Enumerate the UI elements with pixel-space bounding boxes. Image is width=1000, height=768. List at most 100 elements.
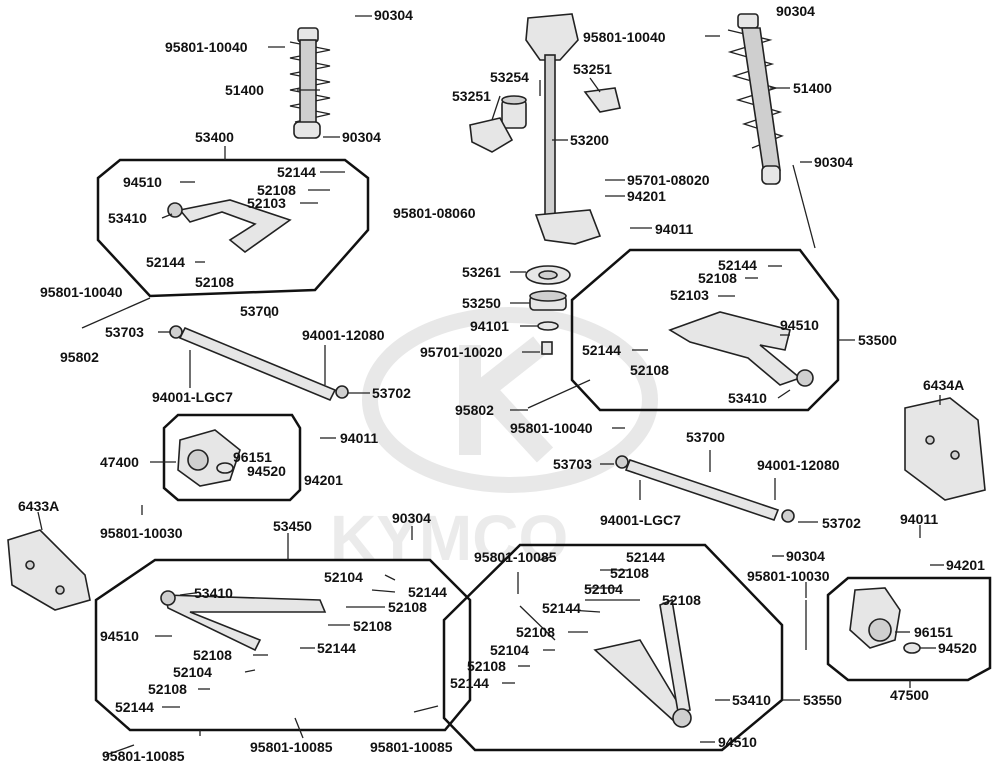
label-53702: 53702 xyxy=(372,385,411,401)
label-90304: 90304 xyxy=(342,129,381,145)
label-90304: 90304 xyxy=(392,510,431,526)
label-51400: 51400 xyxy=(225,82,264,98)
label-52144: 52144 xyxy=(582,342,621,358)
label-95801-10085: 95801-10085 xyxy=(102,748,185,764)
shock-absorber-left xyxy=(289,27,331,139)
knuckle-right xyxy=(849,587,921,654)
bolt-95802-right xyxy=(527,379,591,409)
label-47400: 47400 xyxy=(100,454,139,470)
upper-arm-right xyxy=(668,311,814,387)
label-53410: 53410 xyxy=(108,210,147,226)
bearing-seal-53261 xyxy=(525,265,571,285)
label-52103: 52103 xyxy=(247,195,286,211)
label-52144: 52144 xyxy=(317,640,356,656)
bolt-95701-10020 xyxy=(541,341,553,355)
bolt-95801-10085-b xyxy=(105,744,135,756)
label-94510: 94510 xyxy=(100,628,139,644)
stem-bushing xyxy=(501,95,527,129)
group-box-53550 xyxy=(442,543,784,752)
label-53251: 53251 xyxy=(573,61,612,77)
label-95801-10040: 95801-10040 xyxy=(40,284,123,300)
group-box-53500 xyxy=(570,248,840,412)
label-95801-10040: 95801-10040 xyxy=(165,39,248,55)
label-53703: 53703 xyxy=(553,456,592,472)
label-94001-12080: 94001-12080 xyxy=(757,457,840,473)
label-52144: 52144 xyxy=(115,699,154,715)
label-95801-10085: 95801-10085 xyxy=(250,739,333,755)
skid-plate-6433a xyxy=(7,529,91,611)
label-53410: 53410 xyxy=(194,585,233,601)
label-52144: 52144 xyxy=(542,600,581,616)
label-90304: 90304 xyxy=(776,3,815,19)
steering-stem xyxy=(525,13,602,245)
label-95802: 95802 xyxy=(60,349,99,365)
label-94001-lgc7: 94001-LGC7 xyxy=(152,389,233,405)
part-labels: 90304 95801-10040 51400 90304 53400 9451… xyxy=(18,3,985,764)
label-52108: 52108 xyxy=(516,624,555,640)
label-96151: 96151 xyxy=(233,449,272,465)
stem-clamp-right xyxy=(583,87,621,113)
label-90304: 90304 xyxy=(814,154,853,170)
label-52103: 52103 xyxy=(670,287,709,303)
bolt-95801-10085-c xyxy=(294,717,304,739)
tie-rod-left xyxy=(169,325,349,402)
label-53254: 53254 xyxy=(490,69,529,85)
label-94011: 94011 xyxy=(655,221,693,237)
label-52108: 52108 xyxy=(353,618,392,634)
label-94201: 94201 xyxy=(946,557,985,573)
bolt-95801-10085-d xyxy=(413,705,439,713)
label-94510: 94510 xyxy=(718,734,757,750)
label-53500: 53500 xyxy=(858,332,897,348)
shock-absorber-right xyxy=(727,13,784,185)
label-52144: 52144 xyxy=(408,584,447,600)
label-94520: 94520 xyxy=(247,463,286,479)
label-95801-10040: 95801-10040 xyxy=(510,420,593,436)
label-53550: 53550 xyxy=(803,692,842,708)
stem-clamp-left xyxy=(469,117,514,153)
label-52144: 52144 xyxy=(626,549,665,565)
label-90304: 90304 xyxy=(374,7,413,23)
lower-arm-right xyxy=(593,598,692,728)
tie-rod-right xyxy=(615,455,795,523)
label-94001-12080: 94001-12080 xyxy=(302,327,385,343)
label-94101: 94101 xyxy=(470,318,509,334)
label-6434a: 6434A xyxy=(923,377,964,393)
label-52104: 52104 xyxy=(584,581,623,597)
label-95801-08060: 95801-08060 xyxy=(393,205,476,221)
label-53410: 53410 xyxy=(728,390,767,406)
label-52144: 52144 xyxy=(450,675,489,691)
label-94001-lgc7: 94001-LGC7 xyxy=(600,512,681,528)
label-47500: 47500 xyxy=(890,687,929,703)
label-52108: 52108 xyxy=(148,681,187,697)
skid-plate-6434a xyxy=(904,397,986,501)
label-94011: 94011 xyxy=(900,511,938,527)
label-94510: 94510 xyxy=(123,174,162,190)
label-53410: 53410 xyxy=(732,692,771,708)
label-52104: 52104 xyxy=(490,642,529,658)
label-95701-08020: 95701-08020 xyxy=(627,172,710,188)
label-94201: 94201 xyxy=(627,188,666,204)
label-94011: 94011 xyxy=(340,430,378,446)
label-52108: 52108 xyxy=(467,658,506,674)
label-6433a: 6433A xyxy=(18,498,59,514)
label-95801-10030: 95801-10030 xyxy=(100,525,183,541)
group-box-53400 xyxy=(96,158,370,298)
group-box-53450 xyxy=(94,558,472,732)
label-95701-10020: 95701-10020 xyxy=(420,344,503,360)
upper-arm-left xyxy=(167,199,292,254)
label-94201: 94201 xyxy=(304,472,343,488)
label-53703: 53703 xyxy=(105,324,144,340)
bearing-53250 xyxy=(529,290,567,311)
label-53250: 53250 xyxy=(462,295,501,311)
bolt-95802-left xyxy=(81,297,151,329)
label-94520: 94520 xyxy=(938,640,977,656)
knuckle-left xyxy=(177,429,241,487)
label-51400: 51400 xyxy=(793,80,832,96)
label-52108: 52108 xyxy=(257,182,296,198)
washer-94101 xyxy=(537,321,559,331)
label-52144: 52144 xyxy=(146,254,185,270)
lower-arm-left xyxy=(160,590,327,652)
label-52104: 52104 xyxy=(324,569,363,585)
group-box-47500 xyxy=(826,576,992,682)
